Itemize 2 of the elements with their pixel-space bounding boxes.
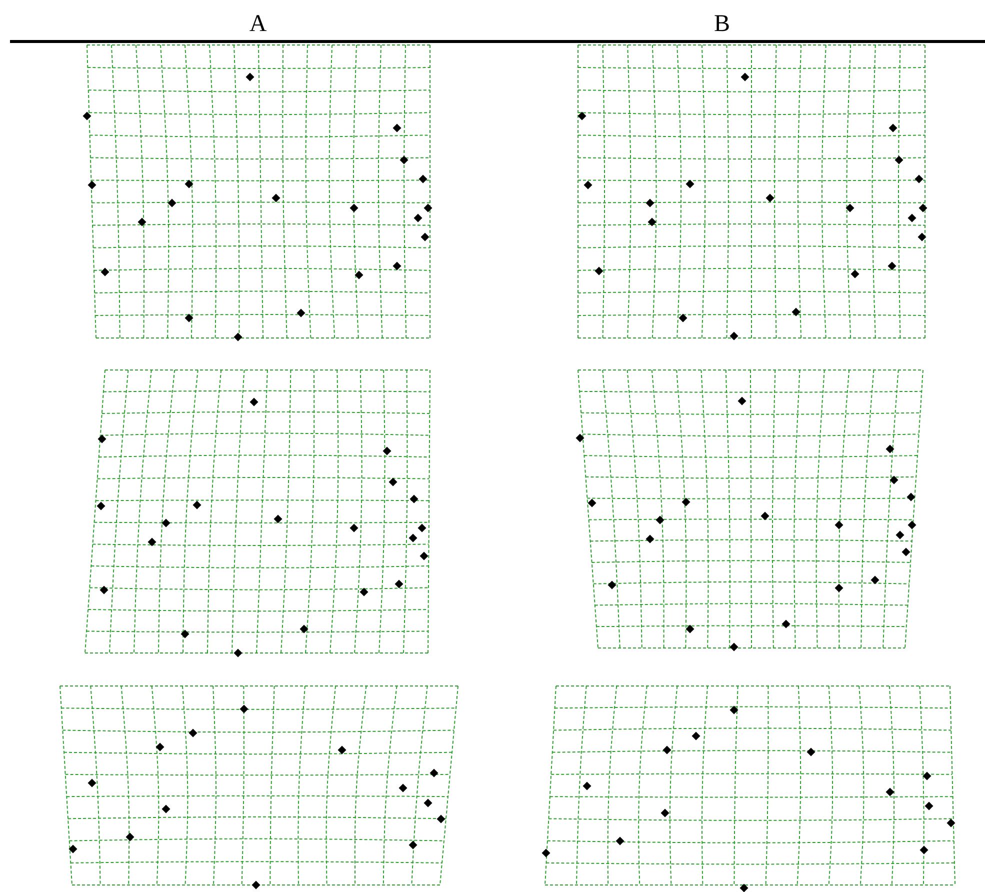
column-header: A bbox=[249, 10, 267, 38]
column-header: B bbox=[714, 10, 730, 38]
